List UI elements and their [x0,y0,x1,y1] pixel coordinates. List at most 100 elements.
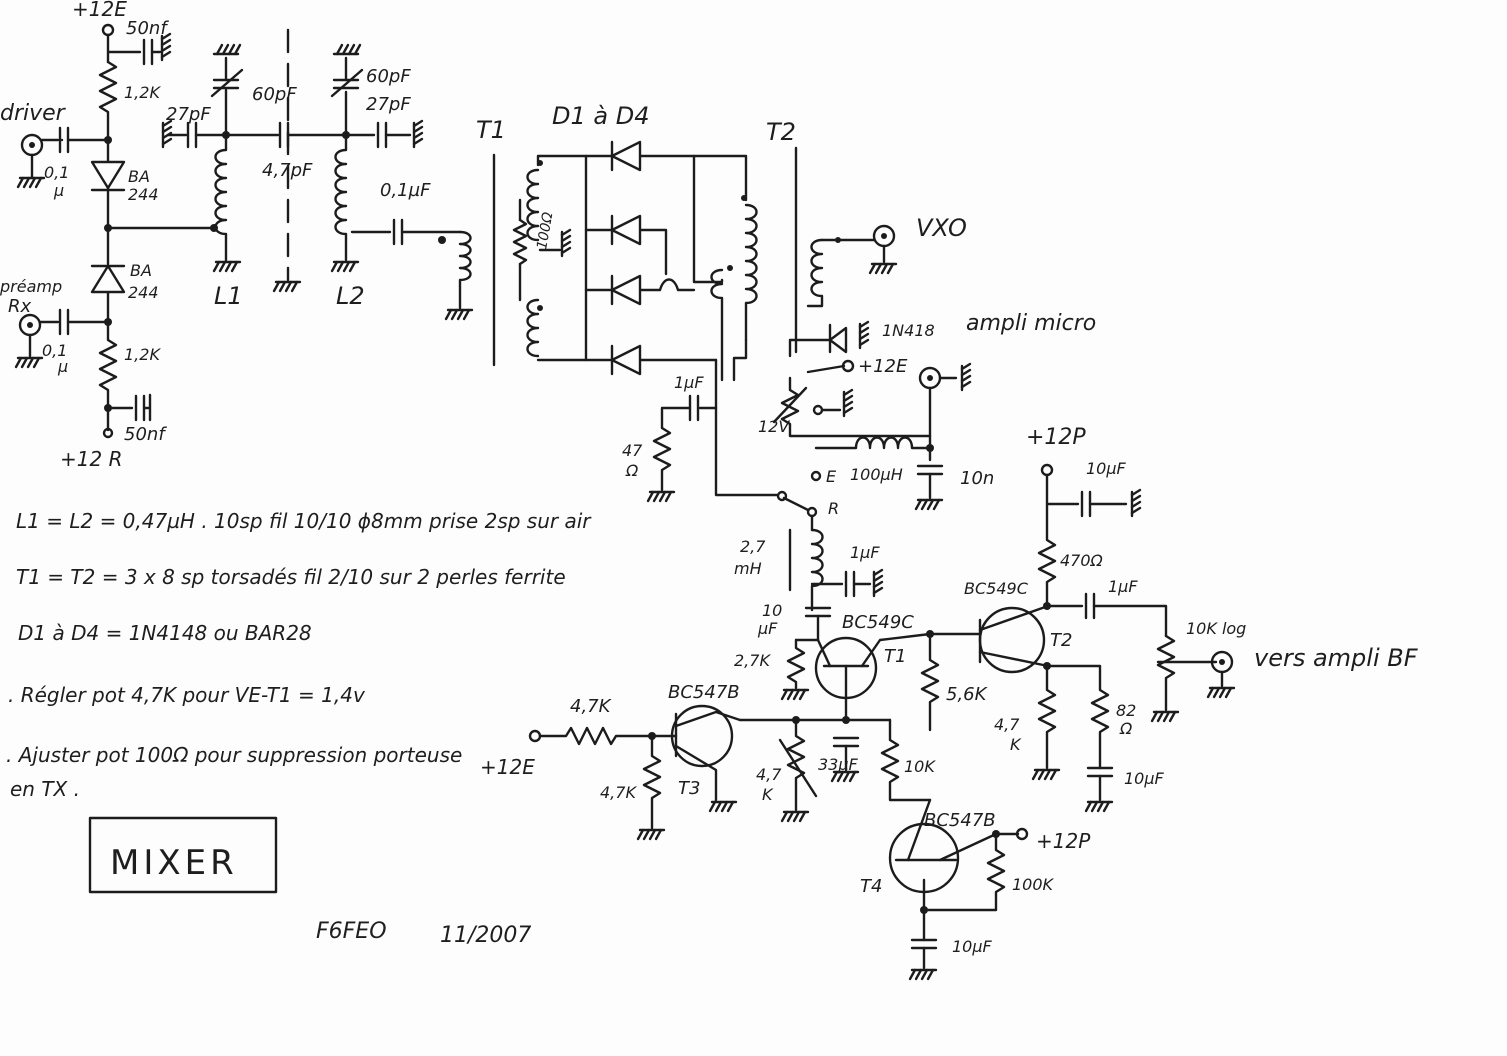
label-10uf-emitter: 10µF [1124,769,1165,788]
label-preamp: préamp [0,277,62,296]
resistor-1k2-bottom [98,320,118,410]
label-ohm-47: Ω [625,461,639,480]
label-cap-50nf-bottom: 50nf [124,424,167,445]
transistor-t1 [738,630,982,823]
ampli-micro-connector [918,366,942,390]
note-diodes: D1 à D4 = 1N4148 ou BAR28 [18,621,312,645]
label-4k7-series: 4,7K [570,696,612,717]
label-vxo: VXO [916,214,967,242]
label-mh: mH [734,559,762,578]
label-12p-bottom: +12P [1036,829,1091,853]
label-t2-transformer: T2 [766,118,796,146]
label-10n: 10n [960,468,994,489]
label-12e-top: +12E [72,0,127,21]
label-uf-t1: µF [757,619,778,638]
label-cap-50nf-top: 50nf [126,18,169,39]
label-47: 47 [622,441,643,460]
label-1uf-choke: 1µF [850,543,880,562]
author: F6FEO [316,919,387,944]
notes: L1 = L2 = 0,47µH . 10sp fil 10/10 ϕ8mm p… [6,509,592,948]
label-rx: Rx [8,296,32,317]
label-470-ohm: 470Ω [1060,551,1104,570]
label-r-contact: R [828,499,839,518]
label-ba-top: BA [128,167,150,186]
transistor-t4 [888,798,1029,981]
label-4k7-pot: 4,7 [756,765,782,784]
driver-connector [20,133,44,157]
inductor-l1 [214,133,228,262]
label-12e-mid: +12E [858,356,908,377]
label-t3: T3 [678,778,700,799]
label-12p-top: +12P [1026,425,1086,450]
label-d1-d4: D1 à D4 [552,102,649,130]
bandpass-l1-l2 [161,28,474,321]
label-10-t1: 10 [762,601,782,620]
diode-ba244-top [90,138,126,230]
label-12r: +12 R [60,447,122,471]
label-r1k2-top: 1,2K [124,83,161,102]
label-33uf: 33µF [818,755,859,774]
transistor-t3 [528,704,742,841]
label-244-bottom: 244 [128,283,159,302]
label-10k-log: 10K log [1186,619,1246,638]
label-bc549c-t1: BC549C [842,612,914,633]
label-82: 82 [1116,701,1136,720]
label-4p7-t2: 4,7 [994,715,1020,734]
label-ba-bottom: BA [130,261,152,280]
label-ohm-82: Ω [1119,719,1133,738]
label-bc549c-t2: BC549C [964,579,1029,598]
preamp-rx-connector [18,313,42,337]
label-27pf-left: 27pF [166,104,211,125]
label-12e-t3: +12E [480,755,535,779]
date: 11/2007 [440,923,531,948]
label-vers-ampli-bf: vers ampli BF [1254,644,1419,672]
note-adjust-pot: . Régler pot 4,7K pour VE-T1 = 1,4v [8,683,366,707]
supply-node-top [101,23,115,37]
label-l2: L2 [336,282,365,310]
vxo-connector [872,224,896,248]
label-27pf-right: 27pF [366,94,411,115]
label-t1: T1 [884,646,906,667]
note-carrier-2: en TX . [10,777,80,801]
label-e-contact: E [826,467,837,486]
label-t2: T2 [1050,630,1072,651]
mixer-title: MIXER [110,843,238,883]
label-1uf-out: 1µF [1108,577,1138,596]
label-ampli-micro: ampli micro [966,311,1096,336]
label-mu-top: µ [53,181,64,200]
label-10uf-t4: 10µF [952,937,993,956]
label-4k7-bias: 4,7K [600,783,637,802]
label-k-pot: K [762,785,774,804]
label-5k6: 5,6K [946,684,988,705]
label-2k7: 2,7K [734,651,771,670]
label-k-t2: K [1010,735,1022,754]
label-60pf-2: 60pF [366,66,411,87]
label-4p7pf: 4,7pF [262,160,313,181]
diode-ba244-bottom [90,226,126,324]
label-driver: driver [0,101,67,126]
vxo-input [806,224,898,308]
label-100k: 100K [1012,875,1055,894]
label-t4: T4 [860,876,882,897]
mixer-title-box [88,816,278,894]
label-l1: L1 [214,282,243,310]
label-10k: 10K [904,757,936,776]
label-1n418: 1N418 [882,321,935,340]
label-t1-transformer: T1 [476,116,506,144]
label-c01uf: 0,1µF [380,180,431,201]
note-carrier-1: . Ajuster pot 100Ω pour suppression port… [6,743,462,767]
label-c01-top: 0,1 [44,163,69,182]
label-244-top: 244 [128,185,159,204]
input-network [14,23,214,439]
inductor-l2 [334,133,348,262]
label-10uf-t2-dec: 10µF [1086,459,1127,478]
label-c01-bottom: 0,1 [42,341,67,360]
tx-rx-switching [772,320,972,642]
label-60pf-1: 60pF [252,84,297,105]
label-100uh: 100µH [850,465,903,484]
ring-mixer [492,140,798,503]
label-r1k2-bottom: 1,2K [124,345,161,364]
label-2p7: 2,7 [740,537,766,556]
